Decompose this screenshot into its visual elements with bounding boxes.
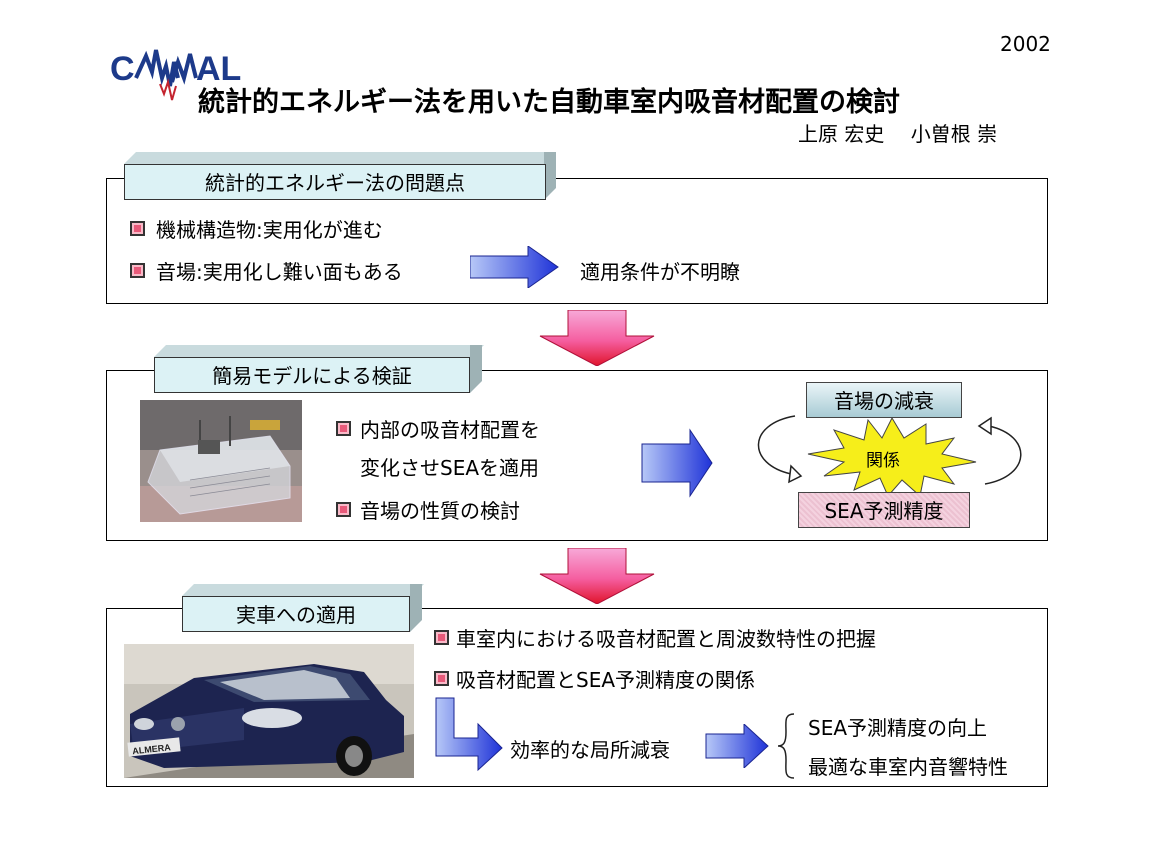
bullet-icon <box>130 221 145 236</box>
bullet-icon <box>336 421 351 436</box>
right-arrow-icon <box>705 724 769 768</box>
down-arrow-icon <box>539 310 655 366</box>
right-arrow-icon <box>470 246 559 288</box>
section3-item1: 車室内における吸音材配置と周波数特性の把握 <box>456 627 876 651</box>
bend-arrow-icon <box>435 697 503 772</box>
page-title: 統計的エネルギー法を用いた自動車室内吸音材配置の検討 <box>198 87 900 118</box>
relation-star-label: 関係 <box>866 451 900 471</box>
relation-diagram <box>757 415 1022 485</box>
right-arrow-icon <box>641 428 713 498</box>
section2-item1-line2: 変化させSEAを適用 <box>360 456 540 480</box>
year-label: 2002 <box>1000 32 1051 56</box>
bullet-icon <box>336 502 351 517</box>
section2-item2: 音場の性質の検討 <box>360 499 520 523</box>
model-box-photo <box>140 400 302 522</box>
section3-mid-text: 効率的な局所減衰 <box>510 738 670 762</box>
section3-header-side <box>410 584 422 632</box>
section1-header-side <box>544 152 556 200</box>
bullet-icon <box>434 630 449 645</box>
section3-item2: 吸音材配置とSEA予測精度の関係 <box>456 668 756 692</box>
section1-item2: 音場:実用化し難い面もある <box>156 260 403 284</box>
section2-item1-line1: 内部の吸音材配置を <box>360 418 540 442</box>
section3-out2: 最適な車室内音響特性 <box>808 755 1008 779</box>
section2-header-top <box>154 345 484 357</box>
section1-header: 統計的エネルギー法の問題点 <box>124 164 546 200</box>
section2-header: 簡易モデルによる検証 <box>154 357 470 393</box>
section3-out1: SEA予測精度の向上 <box>808 716 988 740</box>
camal-logo: C AL <box>110 49 241 101</box>
car-photo: ALMERA <box>124 644 414 778</box>
down-arrow-icon <box>539 548 655 604</box>
section1-result: 適用条件が不明瞭 <box>580 260 740 284</box>
section3-header: 実車への適用 <box>182 596 410 632</box>
sound-field-attenuation-box: 音場の減衰 <box>806 382 962 418</box>
bullet-icon <box>130 263 145 278</box>
bullet-icon <box>434 671 449 686</box>
svg-text:AL: AL <box>196 50 241 88</box>
section2-header-side <box>470 345 482 393</box>
section3-header-top <box>182 584 424 596</box>
section1-header-top <box>124 152 556 164</box>
section1-item1: 機械構造物:実用化が進む <box>156 218 383 242</box>
sea-accuracy-box: SEA予測精度 <box>798 492 970 528</box>
brace-icon <box>777 713 795 779</box>
authors: 上原 宏史 小曽根 崇 <box>798 122 998 146</box>
svg-text:C: C <box>110 50 134 88</box>
car-badge: ALMERA <box>132 742 172 756</box>
